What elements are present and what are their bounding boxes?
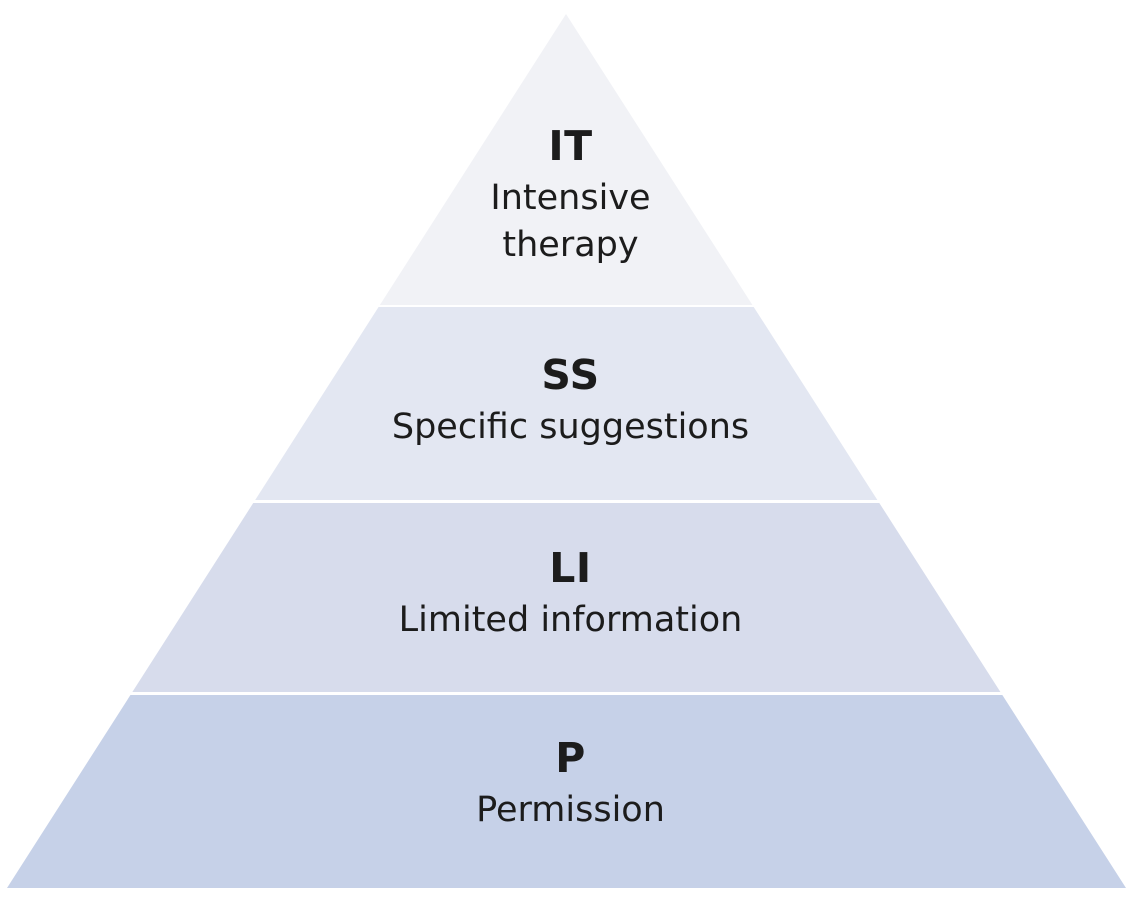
pyramid-level-4-band [7,695,1126,888]
pyramid-level-2-band [7,307,1126,500]
pyramid-level-3-band [7,503,1126,692]
pyramid-level-1-band [7,14,1126,305]
